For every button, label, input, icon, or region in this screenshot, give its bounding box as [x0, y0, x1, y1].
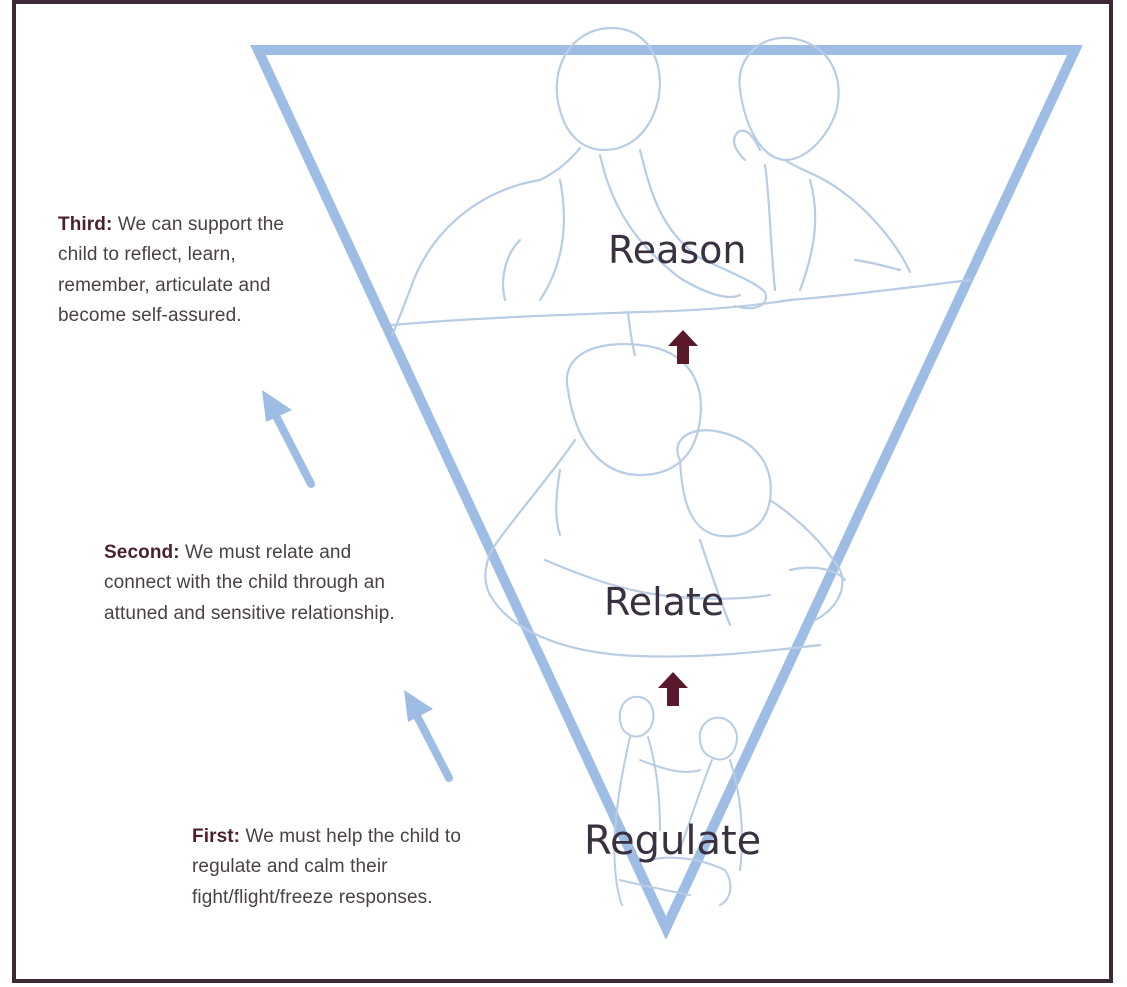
- stage-label-regulate: Regulate: [584, 818, 761, 864]
- note-first: First: We must help the child to regulat…: [192, 822, 532, 913]
- reason-figures-illustration: [392, 28, 970, 355]
- stage-label-relate: Relate: [604, 580, 724, 624]
- note-third-label: Third:: [58, 214, 112, 235]
- note-first-label: First:: [192, 826, 240, 847]
- note-third: Third: We can support the child to refle…: [58, 210, 318, 332]
- inverted-triangle: [258, 50, 1075, 928]
- note-second-label: Second:: [104, 542, 180, 563]
- stage-label-reason: Reason: [608, 228, 747, 272]
- up-arrow-relate-to-reason: [668, 330, 698, 364]
- note-second: Second: We must relate and connect with …: [104, 538, 404, 629]
- up-arrow-regulate-to-relate: [658, 672, 688, 706]
